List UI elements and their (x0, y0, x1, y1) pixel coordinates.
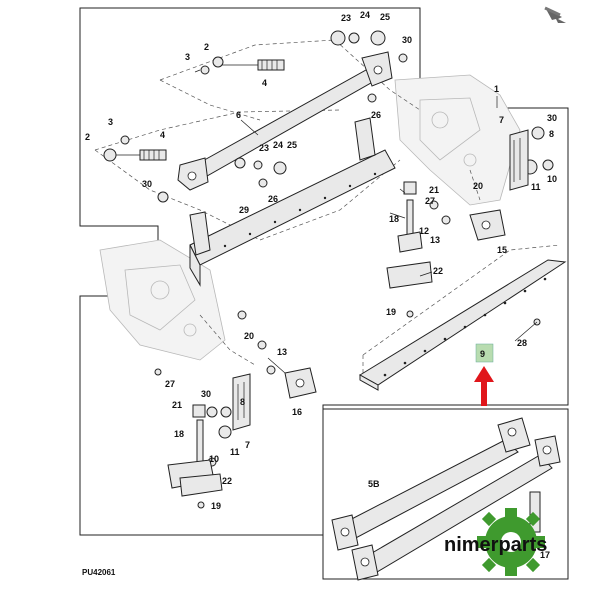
label-4a: 4 (262, 78, 267, 88)
label-18a: 18 (389, 214, 399, 224)
part-15-clamp (469, 209, 506, 241)
label-27a: 27 (425, 196, 435, 206)
part-labels: 1 2 2 3 3 4 4 5B 6 7 7 8 8 10 10 11 11 1… (82, 10, 557, 577)
label-13a: 13 (430, 235, 440, 245)
label-20b: 20 (244, 331, 254, 341)
label-9-highlight: 9 (480, 349, 485, 359)
inset-frame (322, 408, 569, 580)
label-17: 17 (540, 550, 550, 560)
label-29: 29 (239, 205, 249, 215)
label-10b: 10 (209, 454, 219, 464)
label-30c: 30 (547, 113, 557, 123)
leader-lines (240, 96, 538, 374)
label-7a: 7 (499, 115, 504, 125)
label-28: 28 (517, 338, 527, 348)
highlight-arrow-icon (474, 366, 494, 406)
label-15: 15 (497, 245, 507, 255)
label-5b: 5B (368, 479, 380, 489)
label-11b: 11 (230, 447, 240, 457)
label-19b: 19 (211, 501, 221, 511)
label-16: 16 (292, 407, 302, 417)
highlight-box (475, 343, 494, 363)
label-21b: 21 (172, 400, 182, 410)
part-28-knife-bar (359, 259, 567, 391)
part-7-bracket-right (509, 129, 529, 191)
label-24b: 24 (273, 140, 283, 150)
part-4-spring-upper (218, 59, 285, 71)
label-11a: 11 (531, 182, 541, 192)
part-4-spring-lower (112, 149, 167, 161)
label-19a: 19 (386, 307, 396, 317)
corner-arrow-icon (540, 5, 570, 25)
label-30d: 30 (201, 389, 211, 399)
label-26b: 26 (268, 194, 278, 204)
label-8b: 8 (240, 397, 245, 407)
part-29-beam (189, 117, 396, 287)
ghost-frame-right (394, 74, 521, 206)
label-23b: 23 (259, 143, 269, 153)
label-13b: 13 (277, 347, 287, 357)
label-10a: 10 (547, 174, 557, 184)
label-21a: 21 (429, 185, 439, 195)
part-18-pin-right (386, 181, 433, 289)
label-25a: 25 (380, 12, 390, 22)
label-25b: 25 (287, 140, 297, 150)
label-24a: 24 (360, 10, 370, 20)
label-12: 12 (419, 226, 429, 236)
label-2a: 2 (204, 42, 209, 52)
part-6-shaft (177, 51, 393, 191)
brand-watermark: nimerparts (444, 534, 547, 556)
label-8a: 8 (549, 129, 554, 139)
label-6: 6 (236, 110, 241, 120)
label-18b: 18 (174, 429, 184, 439)
part-16-clamp (284, 367, 317, 399)
label-30a: 30 (402, 35, 412, 45)
label-22b: 22 (222, 476, 232, 486)
label-4b: 4 (160, 130, 165, 140)
label-20a: 20 (473, 181, 483, 191)
part-18-pin-left (167, 404, 223, 497)
part-7-bracket-left (232, 373, 251, 431)
label-30b: 30 (142, 179, 152, 189)
label-3b: 3 (108, 117, 113, 127)
label-26a: 26 (371, 110, 381, 120)
gear-logo-icon (477, 508, 545, 576)
label-1: 1 (494, 84, 499, 94)
figure-code: PU42061 (82, 568, 116, 577)
label-22a: 22 (433, 266, 443, 276)
part-5b-assembly (331, 417, 561, 581)
label-23a: 23 (341, 13, 351, 23)
label-7b: 7 (245, 440, 250, 450)
hardware-bolts (103, 30, 554, 509)
label-27b: 27 (165, 379, 175, 389)
label-3a: 3 (185, 52, 190, 62)
label-2b: 2 (85, 132, 90, 142)
